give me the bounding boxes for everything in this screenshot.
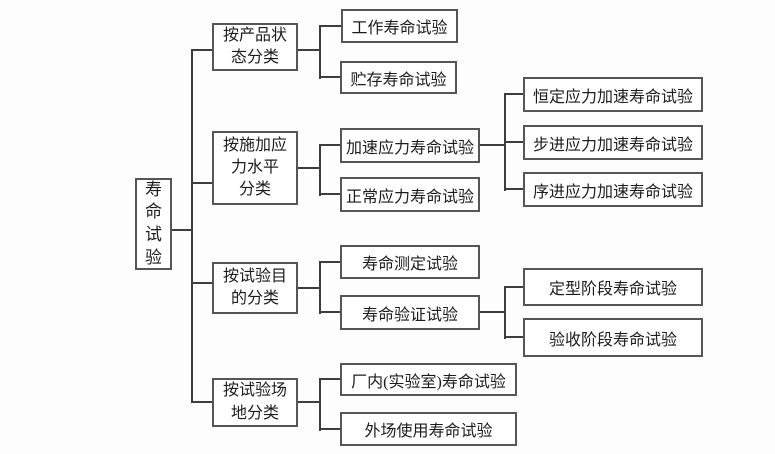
connector-cat3-out: [297, 287, 321, 289]
node-label: 寿命测定试验: [361, 256, 458, 273]
node-accelerated-stress-test: 加速应力寿命试验: [340, 128, 480, 163]
connector-to-normal-stress: [320, 193, 340, 195]
node-label: 贮存寿命试验: [350, 71, 447, 89]
connector-verification-out: [479, 311, 506, 313]
connector-verification-rail: [504, 286, 506, 339]
connector-cat1-out: [297, 49, 321, 51]
connector-accelerated-out: [479, 144, 506, 146]
node-life-verification-test: 寿命验证试验: [340, 295, 480, 330]
node-label: 定型阶段寿命试验: [548, 281, 677, 298]
node-label: 加速应力寿命试验: [345, 139, 474, 157]
connector-root-to-spine: [171, 229, 192, 231]
node-progressive-stress-test: 序进应力加速寿命试验: [523, 172, 703, 207]
node-label: 寿命验证试验: [361, 306, 458, 324]
node-category-stress-level: 按施加应 力水平 分类: [212, 131, 298, 205]
connector-to-acceptance-stage: [505, 336, 524, 338]
connector-spine-to-cat1: [192, 49, 212, 51]
connector-cat4-rail: [319, 378, 321, 431]
node-category-test-site: 按试验场 地分类: [212, 378, 298, 427]
category-label: 按试验场 地分类: [222, 382, 287, 422]
node-label: 恒定应力加速寿命试验: [532, 88, 693, 106]
connector-to-progressive-stress: [505, 188, 524, 190]
category-label: 按试验目 的分类: [222, 267, 287, 307]
connector-cat2-out: [297, 167, 321, 169]
connector-to-finalization-stage: [505, 286, 524, 288]
node-storage-life-test: 贮存寿命试验: [340, 61, 457, 94]
node-label: 步进应力加速寿命试验: [532, 136, 693, 154]
connector-to-life-measurement: [320, 261, 340, 263]
node-constant-stress-test: 恒定应力加速寿命试验: [523, 77, 703, 112]
node-finalization-stage-test: 定型阶段寿命试验: [523, 268, 703, 306]
node-category-test-purpose: 按试验目 的分类: [212, 262, 298, 314]
connector-cat2-rail: [319, 144, 321, 196]
connector-to-factory-lab: [320, 378, 340, 380]
connector-cat1-rail: [319, 25, 321, 79]
connector-to-life-verification: [320, 311, 340, 313]
connector-main-spine: [191, 49, 193, 403]
connector-cat3-rail: [319, 261, 321, 314]
node-label: 工作寿命试验: [351, 20, 448, 37]
connector-spine-to-cat3: [192, 282, 212, 284]
node-factory-lab-test: 厂内(实验室)寿命试验: [340, 363, 517, 396]
connector-to-constant-stress: [505, 93, 524, 95]
node-label: 验收阶段寿命试验: [548, 331, 677, 349]
node-step-stress-test: 步进应力加速寿命试验: [523, 125, 703, 160]
connector-to-field-use: [320, 428, 340, 430]
connector-spine-to-cat4: [192, 401, 212, 403]
category-label: 按施加应 力水平 分类: [222, 136, 287, 199]
node-field-use-test: 外场使用寿命试验: [340, 412, 517, 446]
connector-cat4-out: [297, 401, 321, 403]
connector-to-storage-life: [320, 76, 340, 78]
node-normal-stress-test: 正常应力寿命试验: [340, 177, 480, 212]
node-label: 厂内(实验室)寿命试验: [351, 373, 506, 391]
connector-to-step-stress: [505, 141, 524, 143]
node-working-life-test: 工作寿命试验: [341, 9, 458, 43]
node-label: 序进应力加速寿命试验: [532, 183, 693, 201]
connector-to-accelerated-stress: [320, 144, 340, 146]
connector-spine-to-cat2: [192, 182, 212, 184]
node-acceptance-stage-test: 验收阶段寿命试验: [523, 318, 703, 357]
node-life-test-root: 寿命试验: [135, 178, 172, 270]
node-category-product-state: 按产品状 态分类: [212, 23, 298, 71]
node-life-measurement-test: 寿命测定试验: [340, 245, 480, 279]
connector-to-working-life: [320, 25, 341, 27]
category-label: 按产品状 态分类: [222, 26, 287, 66]
root-label: 寿命试验: [144, 179, 162, 267]
node-label: 外场使用寿命试验: [364, 423, 493, 440]
node-label: 正常应力寿命试验: [345, 188, 474, 206]
